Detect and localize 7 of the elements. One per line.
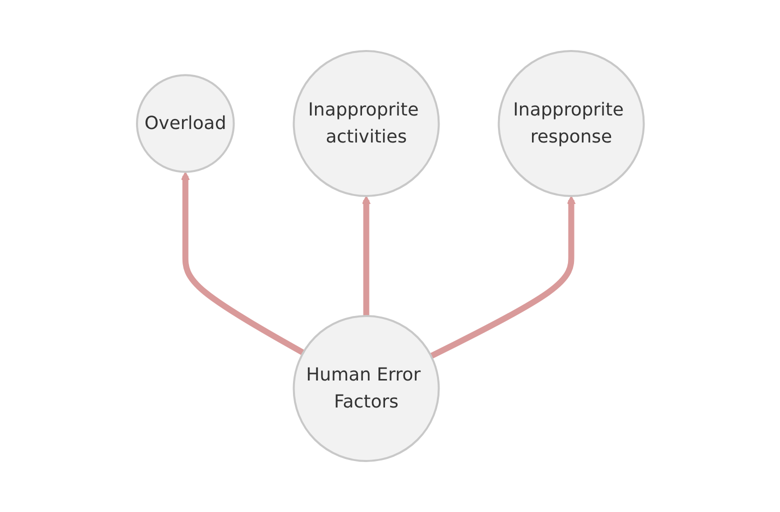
node-circle: Inapproprite activities (292, 50, 440, 197)
arrow (429, 196, 576, 359)
node-circle: Inapproprite response (497, 50, 644, 197)
node-circle: Human Error Factors (292, 315, 440, 462)
arrow (361, 196, 370, 316)
arrow (180, 171, 304, 356)
node-circle: Overload (136, 74, 234, 173)
